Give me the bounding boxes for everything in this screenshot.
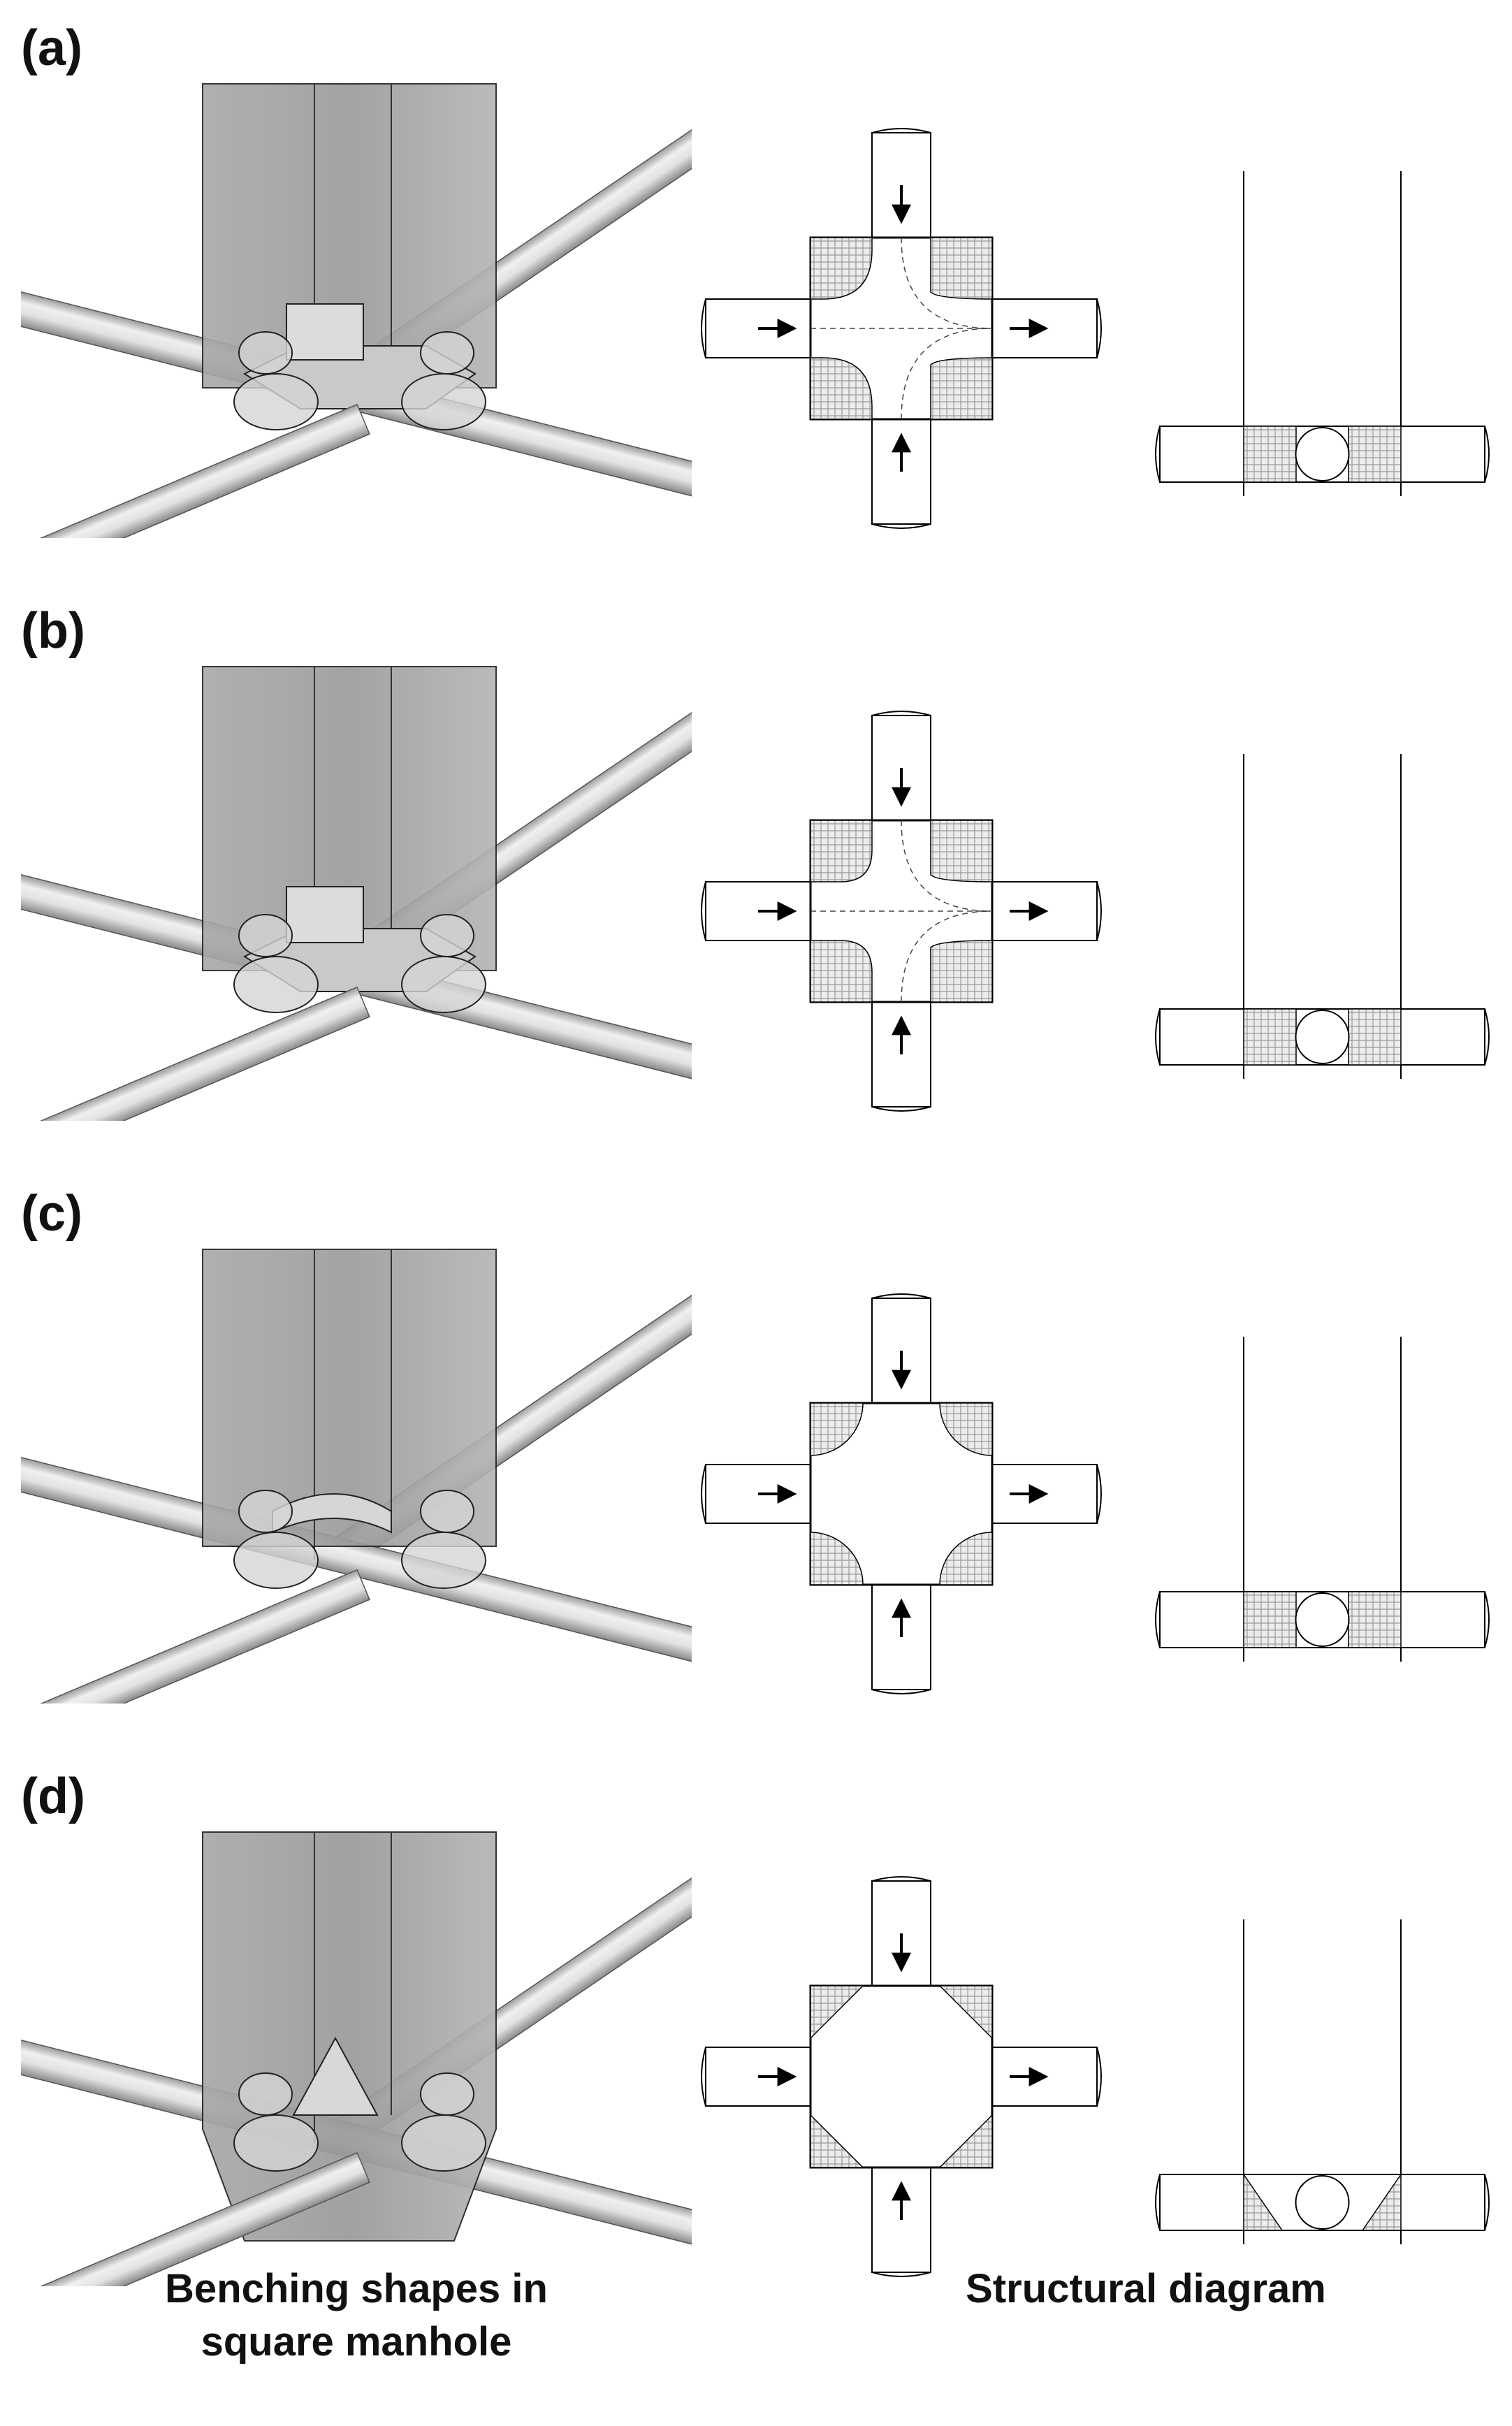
pipe-opening-3 (238, 1490, 293, 1533)
section-bench-left (1243, 1591, 1297, 1648)
pipe-lower-left (21, 1569, 370, 1704)
pipe-opening-2 (401, 2114, 486, 2172)
pipe-opening-3 (238, 331, 293, 375)
caption-line-2: square manhole (201, 2319, 512, 2365)
pipe-opening-4 (420, 914, 474, 957)
render-a (21, 83, 692, 538)
section-view-b (1155, 754, 1490, 1079)
section-view-c (1155, 1337, 1490, 1662)
pipe-opening-1 (233, 373, 319, 430)
bench-nw (810, 237, 873, 300)
bench-nw (810, 1402, 864, 1456)
plan-flow-centerlines (810, 237, 993, 420)
panel-label-d: (d) (21, 1768, 85, 1824)
panel-b (21, 666, 1490, 1121)
section-pipe-bore (1295, 427, 1350, 481)
plan-view-c (701, 1293, 1102, 1694)
plan-flow-centerlines (810, 820, 993, 1003)
bench-nw (810, 1985, 864, 2040)
section-bench-right (1361, 2172, 1402, 2231)
bench-nw (810, 820, 873, 882)
section-pipe-bore (1295, 1010, 1350, 1064)
bench-se (930, 357, 993, 420)
pipe-opening-4 (420, 2072, 474, 2116)
panel-label-c: (c) (21, 1186, 82, 1242)
section-bench-left (1243, 2172, 1284, 2231)
pipe-opening-2 (401, 373, 486, 430)
caption-structural-diagram: Structural diagram (966, 2266, 1326, 2311)
panel-a (21, 83, 1490, 538)
bench-sw (810, 357, 873, 420)
plan-view-a (701, 128, 1102, 529)
bench-sw (810, 1532, 864, 1585)
plan-view-b (701, 711, 1102, 1112)
caption-benching-shapes: Benching shapes in square manhole (77, 2262, 636, 2369)
panel-d (21, 1831, 1490, 2286)
plan-view-d (701, 1876, 1102, 2277)
bench-ne (930, 237, 993, 300)
pipe-opening-2 (401, 1532, 486, 1589)
bench-cube (286, 886, 364, 943)
section-view-a (1155, 171, 1490, 496)
section-bench-left (1243, 1008, 1297, 1066)
pipe-opening-3 (238, 2072, 293, 2116)
section-bench-right (1348, 1591, 1402, 1648)
bench-se (930, 940, 993, 1003)
pipe-opening-1 (233, 956, 319, 1013)
bench-se (939, 1532, 993, 1585)
section-pipe-bore (1295, 1592, 1350, 1647)
bench-ne (930, 820, 993, 882)
bench-cube (286, 303, 364, 361)
pipe-lower-left (21, 403, 370, 538)
bench-ne (939, 1402, 993, 1456)
bench-triangle (292, 2036, 379, 2116)
section-bench-right (1348, 1008, 1402, 1066)
panel-c (21, 1249, 1490, 1704)
plan-square (809, 1984, 994, 2169)
pipe-opening-3 (238, 914, 293, 957)
render-d (21, 1831, 692, 2286)
section-view-d (1155, 1919, 1490, 2244)
section-bench-left (1243, 426, 1297, 483)
pipe-opening-4 (420, 331, 474, 375)
bench-ne (938, 1985, 993, 2040)
bench-se (938, 2114, 993, 2168)
pipe-lower-left (21, 986, 370, 1121)
pipe-opening-2 (401, 956, 486, 1013)
render-b (21, 666, 692, 1121)
render-c (21, 1249, 692, 1704)
pipe-lower-left (21, 2151, 370, 2286)
panel-label-a: (a) (21, 20, 82, 76)
panel-label-b: (b) (21, 603, 85, 659)
caption-line-1: Benching shapes in (165, 2266, 548, 2311)
bench-curve (272, 1493, 392, 1534)
pipe-opening-1 (233, 1532, 319, 1589)
section-pipe-bore (1295, 2175, 1350, 2230)
pipe-opening-1 (233, 2114, 319, 2172)
section-bench-right (1348, 426, 1402, 483)
pipe-opening-4 (420, 1490, 474, 1533)
bench-sw (810, 2114, 864, 2168)
bench-sw (810, 940, 873, 1003)
